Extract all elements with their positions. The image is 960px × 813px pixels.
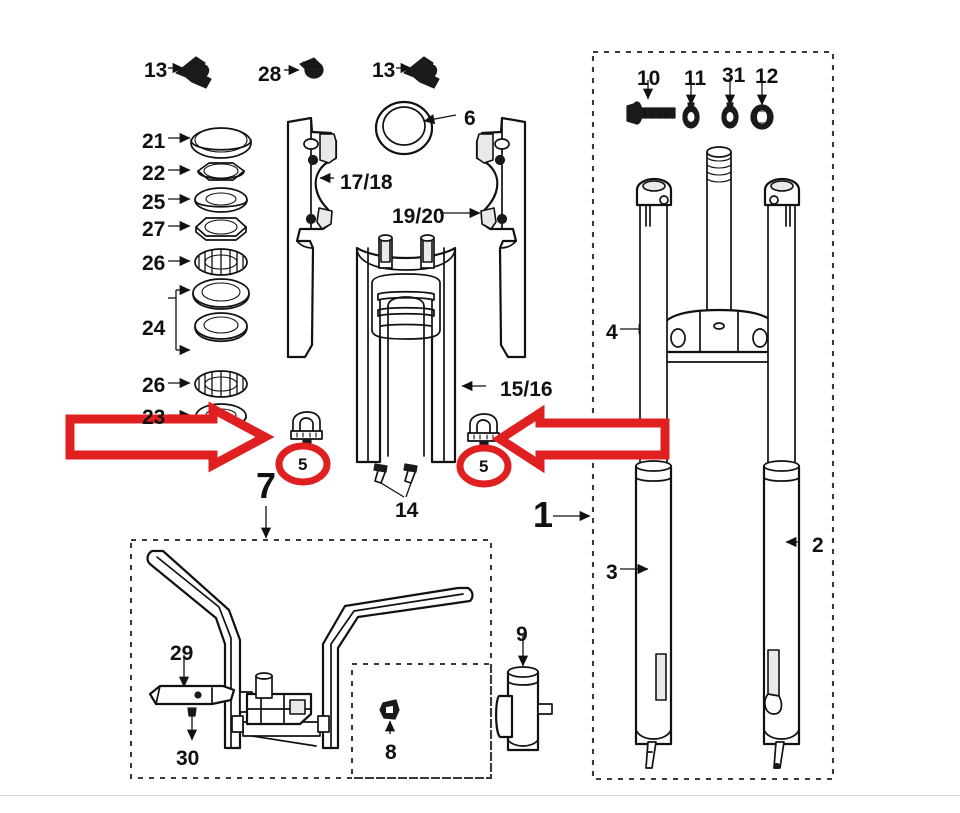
callout-label-15-16: 15/16 [500, 378, 553, 401]
callout-label-13: 13 [372, 59, 396, 82]
callout-label-11: 11 [684, 67, 707, 90]
callout-label-1: 1 [533, 494, 554, 535]
cable-guide-left [290, 411, 323, 447]
callout-label-3: 3 [606, 561, 618, 584]
steering-stem-tube-4 [620, 146, 732, 335]
highlight-arrow-left [65, 401, 275, 473]
footer-rule [0, 795, 960, 796]
callout-label-26: 26 [142, 252, 166, 275]
master-cylinder-9 [495, 634, 553, 752]
callout-label-29: 29 [170, 642, 194, 665]
callout-circle-5-right [456, 444, 512, 488]
callout-label-25: 25 [142, 191, 166, 214]
callout-label-23: 23 [142, 406, 166, 429]
callout-label-9: 9 [516, 623, 528, 646]
callout-label-19-20: 19/20 [392, 205, 445, 228]
callout-label-24: 24 [142, 317, 166, 340]
callout-label-6: 6 [464, 107, 476, 130]
fork-guard-left [286, 116, 338, 359]
callout-label-31: 31 [722, 64, 746, 87]
callout-label-4: 4 [606, 321, 618, 344]
bolt-30 [186, 707, 198, 741]
cable-guide-right [467, 413, 500, 449]
callout-label-17-18: 17/18 [340, 171, 393, 194]
lower-triple-clamp [355, 234, 486, 464]
clamp-plate-29 [148, 655, 236, 706]
nut-11 [682, 80, 700, 129]
circled-callout-circ5b: 5 [479, 457, 489, 476]
handlebar-assembly [146, 549, 474, 750]
callout-label-30: 30 [176, 747, 200, 770]
clamp-bolts-14 [373, 463, 418, 498]
fork-guard-right [440, 116, 527, 359]
dashed-group-bracket [350, 662, 493, 780]
steering-stem-stack [168, 127, 252, 429]
callout-label-7: 7 [256, 465, 277, 506]
callout-label-27: 27 [142, 218, 166, 241]
callout-label-21: 21 [142, 130, 166, 153]
circled-callout-circ5a: 5 [298, 455, 308, 474]
bolt-28 [284, 57, 324, 79]
bracket-8 [379, 699, 400, 734]
spacer-31 [721, 78, 739, 129]
upper-triple-clamp [660, 308, 778, 363]
callout-circle-5-left [275, 442, 331, 486]
callout-label-12: 12 [755, 65, 779, 88]
callout-label-2: 2 [812, 534, 824, 557]
callout-label-14: 14 [395, 499, 419, 522]
ring-6 [374, 100, 457, 156]
dashed-group-handlebar [129, 538, 493, 780]
bushing-12 [750, 78, 774, 130]
bolt-13-left [168, 56, 212, 89]
fork-leg-right-2 [762, 177, 801, 770]
callout-label-10: 10 [637, 67, 661, 90]
bolt-13-right [396, 56, 440, 89]
callout-label-8: 8 [385, 741, 397, 764]
axle-bolt-10 [626, 80, 676, 125]
fork-assembly [620, 78, 801, 770]
fork-leg-left-3 [620, 177, 673, 769]
callout-label-28: 28 [258, 63, 282, 86]
callout-label-13: 13 [144, 59, 168, 82]
highlight-arrow-right [491, 404, 670, 474]
callout-label-26: 26 [142, 374, 166, 397]
callout-label-22: 22 [142, 162, 166, 185]
